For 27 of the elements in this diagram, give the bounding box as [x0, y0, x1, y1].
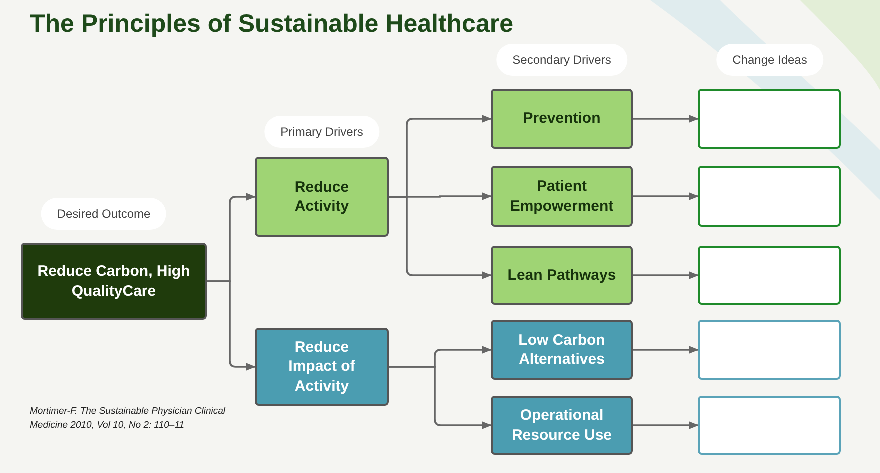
driver-box: Patient Empowerment [491, 166, 633, 227]
diagram-title: The Principles of Sustainable Healthcare [30, 10, 514, 39]
column-heading: Desired Outcome [41, 198, 167, 230]
arrow [389, 366, 492, 430]
arrow [633, 346, 699, 354]
driver-box: Reduce Carbon, High QualityCare [21, 243, 207, 320]
driver-box: Lean Pathways [491, 246, 633, 305]
column-heading: Primary Drivers [264, 116, 380, 148]
idea-box [698, 89, 841, 149]
citation-note: Mortimer-F. The Sustainable Physician Clinical Medicine 2010, Vol 10, No 2: 110–11 [30, 405, 227, 434]
arrow [207, 280, 256, 371]
idea-box [698, 166, 841, 227]
driver-box: Prevention [491, 89, 633, 149]
driver-box: Reduce Impact of Activity [255, 328, 389, 406]
driver-box: Operational Resource Use [491, 396, 633, 455]
idea-box [698, 396, 841, 455]
idea-box [698, 320, 841, 380]
driver-box: Low Carbon Alternatives [491, 320, 633, 380]
arrow [633, 192, 699, 200]
arrow [389, 196, 492, 280]
idea-box [698, 246, 841, 305]
driver-box: Reduce Activity [255, 157, 389, 237]
arrow [633, 115, 699, 123]
arrow [633, 422, 699, 430]
column-heading: Change Ideas [716, 44, 824, 76]
column-heading: Secondary Drivers [496, 44, 628, 76]
arrow [633, 272, 699, 280]
